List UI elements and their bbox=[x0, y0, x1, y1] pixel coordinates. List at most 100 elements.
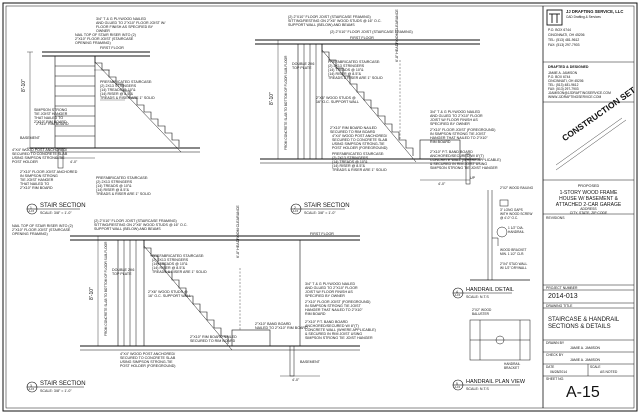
v3-band-note: 2"X10" BAND BOARD NAILED TO 2"X10" RIM B… bbox=[255, 322, 308, 331]
v2-rim-nailed: 2"X10" RIM BOARD NAILED SECURED TO RIM B… bbox=[330, 126, 377, 135]
project-number-label: PROJECT NUMBER bbox=[546, 286, 578, 290]
view-5-sheet: A-15 bbox=[454, 385, 461, 389]
v2-joist-note: (2) 2"X10" FLOOR JOIST (STAIRCASE FRAMIN… bbox=[288, 15, 382, 28]
revisions-label: REVISIONS bbox=[546, 216, 565, 220]
v4-note-a: 2"X2" WOOD RAILING bbox=[500, 186, 534, 190]
v3-width-dim: 4'-0" bbox=[292, 378, 300, 382]
sheet-number-label: SHEET NO. bbox=[546, 377, 565, 381]
v3-ply-right: 3/4" T & G PLYWOOD NAILED AND GLUED TO 2… bbox=[305, 282, 358, 299]
view-5-number: 5 bbox=[456, 382, 458, 386]
v4-note-e: 2"X4" STUD WALL W/ 1/2" DRYWALL bbox=[500, 262, 528, 271]
project-line-2: 1-STORY WOOD FRAME bbox=[559, 190, 618, 196]
drawing-title-label: DRAWING TITLE bbox=[546, 304, 573, 308]
project-line-3: HOUSE W/ BASEMENT & bbox=[559, 196, 618, 202]
v3-joist-fg: 2"X10" FLOOR JOIST (FOREGROUND) IN SIMPS… bbox=[305, 300, 371, 317]
v1-prefab-note: PREFABRICATED STAIRCASE: (2) 2X13 STRING… bbox=[100, 80, 155, 101]
v1-nail-note: NAIL TOP OF STAIR RISER INTO (2) 2"X10" … bbox=[75, 33, 136, 46]
view-3-title: STAIR SECTION bbox=[40, 381, 86, 387]
v3-prefab-note: PREFABRICATED STAIRCASE: (2) 2X13 STRING… bbox=[152, 254, 207, 275]
drafter-line-7: WWW.JJDRAFTINGSERVICE.COM bbox=[548, 95, 602, 99]
view-1-sheet: A-15 bbox=[28, 209, 35, 213]
sheet-inner-border bbox=[5, 5, 635, 409]
drafter-header: DRAFTED & DESIGNED bbox=[548, 65, 589, 69]
v3-first-floor: FIRST FLOOR bbox=[310, 232, 334, 236]
v2-headroom: 6'-8" HEADROOM CLEARANCE bbox=[395, 9, 399, 62]
view-5-title: HANDRAIL PLAN VIEW bbox=[466, 379, 526, 385]
scale-label: SCALE bbox=[590, 365, 601, 369]
v2-rim-anchor: 2"X10" P.T. BAND BOARD ANCHORED/SECURED … bbox=[430, 150, 501, 171]
view-2-sheet: A-15 bbox=[292, 209, 299, 213]
view-1-number: 1 bbox=[30, 206, 32, 210]
drawn-by: JAMIE A. JAMISON bbox=[570, 346, 600, 350]
v1-ply-note: 3/4" T & G PLYWOOD NAILED AND GLUED TO 2… bbox=[96, 17, 166, 34]
project-city: CITY, STATE, ZIP CODE bbox=[569, 210, 608, 215]
v4-note-d: WOOD BRACKET MIN. 1 1/2" CLR. bbox=[500, 248, 527, 257]
v4-note-b: 1 1/2" DIA. HANDRAIL bbox=[508, 226, 525, 235]
stair-section-2-drawing bbox=[255, 39, 480, 185]
drawn-by-label: DRAWN BY bbox=[546, 341, 565, 345]
view-3-number: 3 bbox=[30, 384, 32, 388]
checked-by: JAMIE A. JAMISON bbox=[570, 358, 600, 362]
v3-slab-note: FROM CONCRETE SLAB TO BOTTOM OF FLOOR SU… bbox=[104, 241, 108, 336]
view-4-number: 4 bbox=[456, 290, 458, 294]
drafter-line-6: JJAMISON@JJDRAFTINGSERVICE.COM bbox=[548, 91, 611, 95]
drafter-line-3: CINCINNATI, OH 45206 bbox=[548, 79, 584, 83]
stair-section-1-drawing bbox=[27, 51, 200, 169]
view-4-sheet: A-15 bbox=[454, 293, 461, 297]
stair-section-3-drawing bbox=[70, 235, 360, 377]
v3-rim-nailed: 2"X10" RIM BOARD NAILED SECURED TO RIM B… bbox=[190, 335, 237, 344]
v2-width-dim: 4'-0" bbox=[438, 182, 446, 186]
v1-post-note: 4"X4" WOOD POST ANCHORED/ SECURED TO CON… bbox=[12, 148, 68, 165]
drawing-title-2: SECTIONS & DETAILS bbox=[548, 324, 611, 330]
v2-joist-fg: 2"X10" FLOOR JOIST (FOREGROUND) IN SIMPS… bbox=[430, 128, 496, 145]
v2-height-dim: 8'-10" bbox=[269, 92, 275, 105]
v2-up-label: UP bbox=[470, 176, 476, 180]
v1-first-floor: FIRST FLOOR bbox=[100, 46, 124, 50]
v5-note-a: 2"X2" WOOD BALUSTER bbox=[472, 308, 492, 317]
v1-prefab2-note: PREFABRICATED STAIRCASE: (2) 2X13 STRING… bbox=[96, 176, 151, 197]
view-3-scale: SCALE: 3/8" = 1'-0" bbox=[40, 389, 72, 393]
project-line-4: ATTACHED 2-CAR GARAGE bbox=[555, 202, 622, 208]
v1-hanger2-note: 2"X10" FLOOR JOIST ANCHORED IN SIMPSON S… bbox=[20, 170, 78, 191]
drafter-line-1: JAMIE A. JAMISON bbox=[548, 71, 578, 75]
firm-subtitle: CAD Drafting & Services bbox=[566, 15, 601, 19]
v2-slab-note: FROM CONCRETE SLAB TO BOTTOM OF FLOOR SU… bbox=[284, 55, 288, 150]
v2-studs-note: 2"X6" WOOD STUDS @ 16" O.C. SUPPORT WALL bbox=[316, 96, 359, 105]
scale-value: AS NOTED bbox=[600, 370, 618, 374]
v1-width-dim: 4'-0" bbox=[70, 160, 78, 164]
v3-joist-note: (2) 2"X10" FLOOR JOIST (STAIRCASE FRAMIN… bbox=[94, 219, 188, 232]
view-3-sheet: A-15 bbox=[28, 387, 35, 391]
handrail-plan-view-drawing bbox=[469, 319, 531, 361]
v5-note-b: HANDRAIL BRACKET bbox=[504, 362, 521, 371]
firm-name: JJ DRAFTING SERVICE, LLC bbox=[566, 9, 624, 14]
view-4-title: HANDRAIL DETAIL bbox=[466, 287, 514, 293]
v4-note-c: 3" LONG GAPS WITH WOOD SCREW @ 4'-0" O.C… bbox=[500, 208, 533, 221]
view-4-scale: SCALE: N.T.S bbox=[466, 295, 489, 299]
drafter-line-2: P.O. BOX 6744 bbox=[548, 75, 571, 79]
drafter-line-5: FAX: (513) 297-7903 bbox=[548, 87, 579, 91]
stamp-graphic bbox=[555, 117, 627, 171]
v2-prefab2-note: PREFABRICATED STAIRCASE: (2) 2X13 STRING… bbox=[332, 152, 387, 173]
v2-joist-short: (2) 2"X10" FLOOR JOIST (STAIRCASE FRAMIN… bbox=[330, 30, 413, 34]
v3-basement: BASEMENT bbox=[300, 360, 320, 364]
v3-height-dim: 8'-10" bbox=[89, 287, 95, 300]
firm-address-3: TEL: (513) 481-9612 bbox=[548, 38, 580, 42]
v1-hanger-note: SIMPSON STRONG TIE JOIST HANGER THAT NAI… bbox=[34, 108, 68, 125]
date-value: 06/28/2014 bbox=[550, 370, 567, 374]
v2-first-floor: FIRST FLOOR bbox=[350, 36, 374, 40]
firm-logo-icon bbox=[546, 9, 563, 26]
v3-nail-note: NAIL TOP OF STAIR RISER INTO (2) 2"X10" … bbox=[12, 224, 73, 237]
title-block-grid bbox=[543, 61, 634, 377]
handrail-detail-drawing bbox=[470, 190, 530, 281]
view-1-title: STAIR SECTION bbox=[40, 203, 86, 209]
v2-post-right: 4"X4" WOOD POST ANCHORED/ SECURED TO CON… bbox=[332, 134, 388, 151]
firm-address-1: P.O. BOX 6744 bbox=[548, 28, 571, 32]
v3-studs-note: 2"X6" WOOD STUDS @ 16" O.C. SUPPORT WALL bbox=[148, 290, 191, 299]
project-number: 2014-013 bbox=[548, 293, 578, 300]
v3-double-plate: DOUBLE 2X6 TOP PLATE bbox=[112, 268, 135, 277]
view-2-number: 2 bbox=[294, 206, 296, 210]
drafter-line-4: TEL: (513) 481-9612 bbox=[548, 83, 579, 87]
